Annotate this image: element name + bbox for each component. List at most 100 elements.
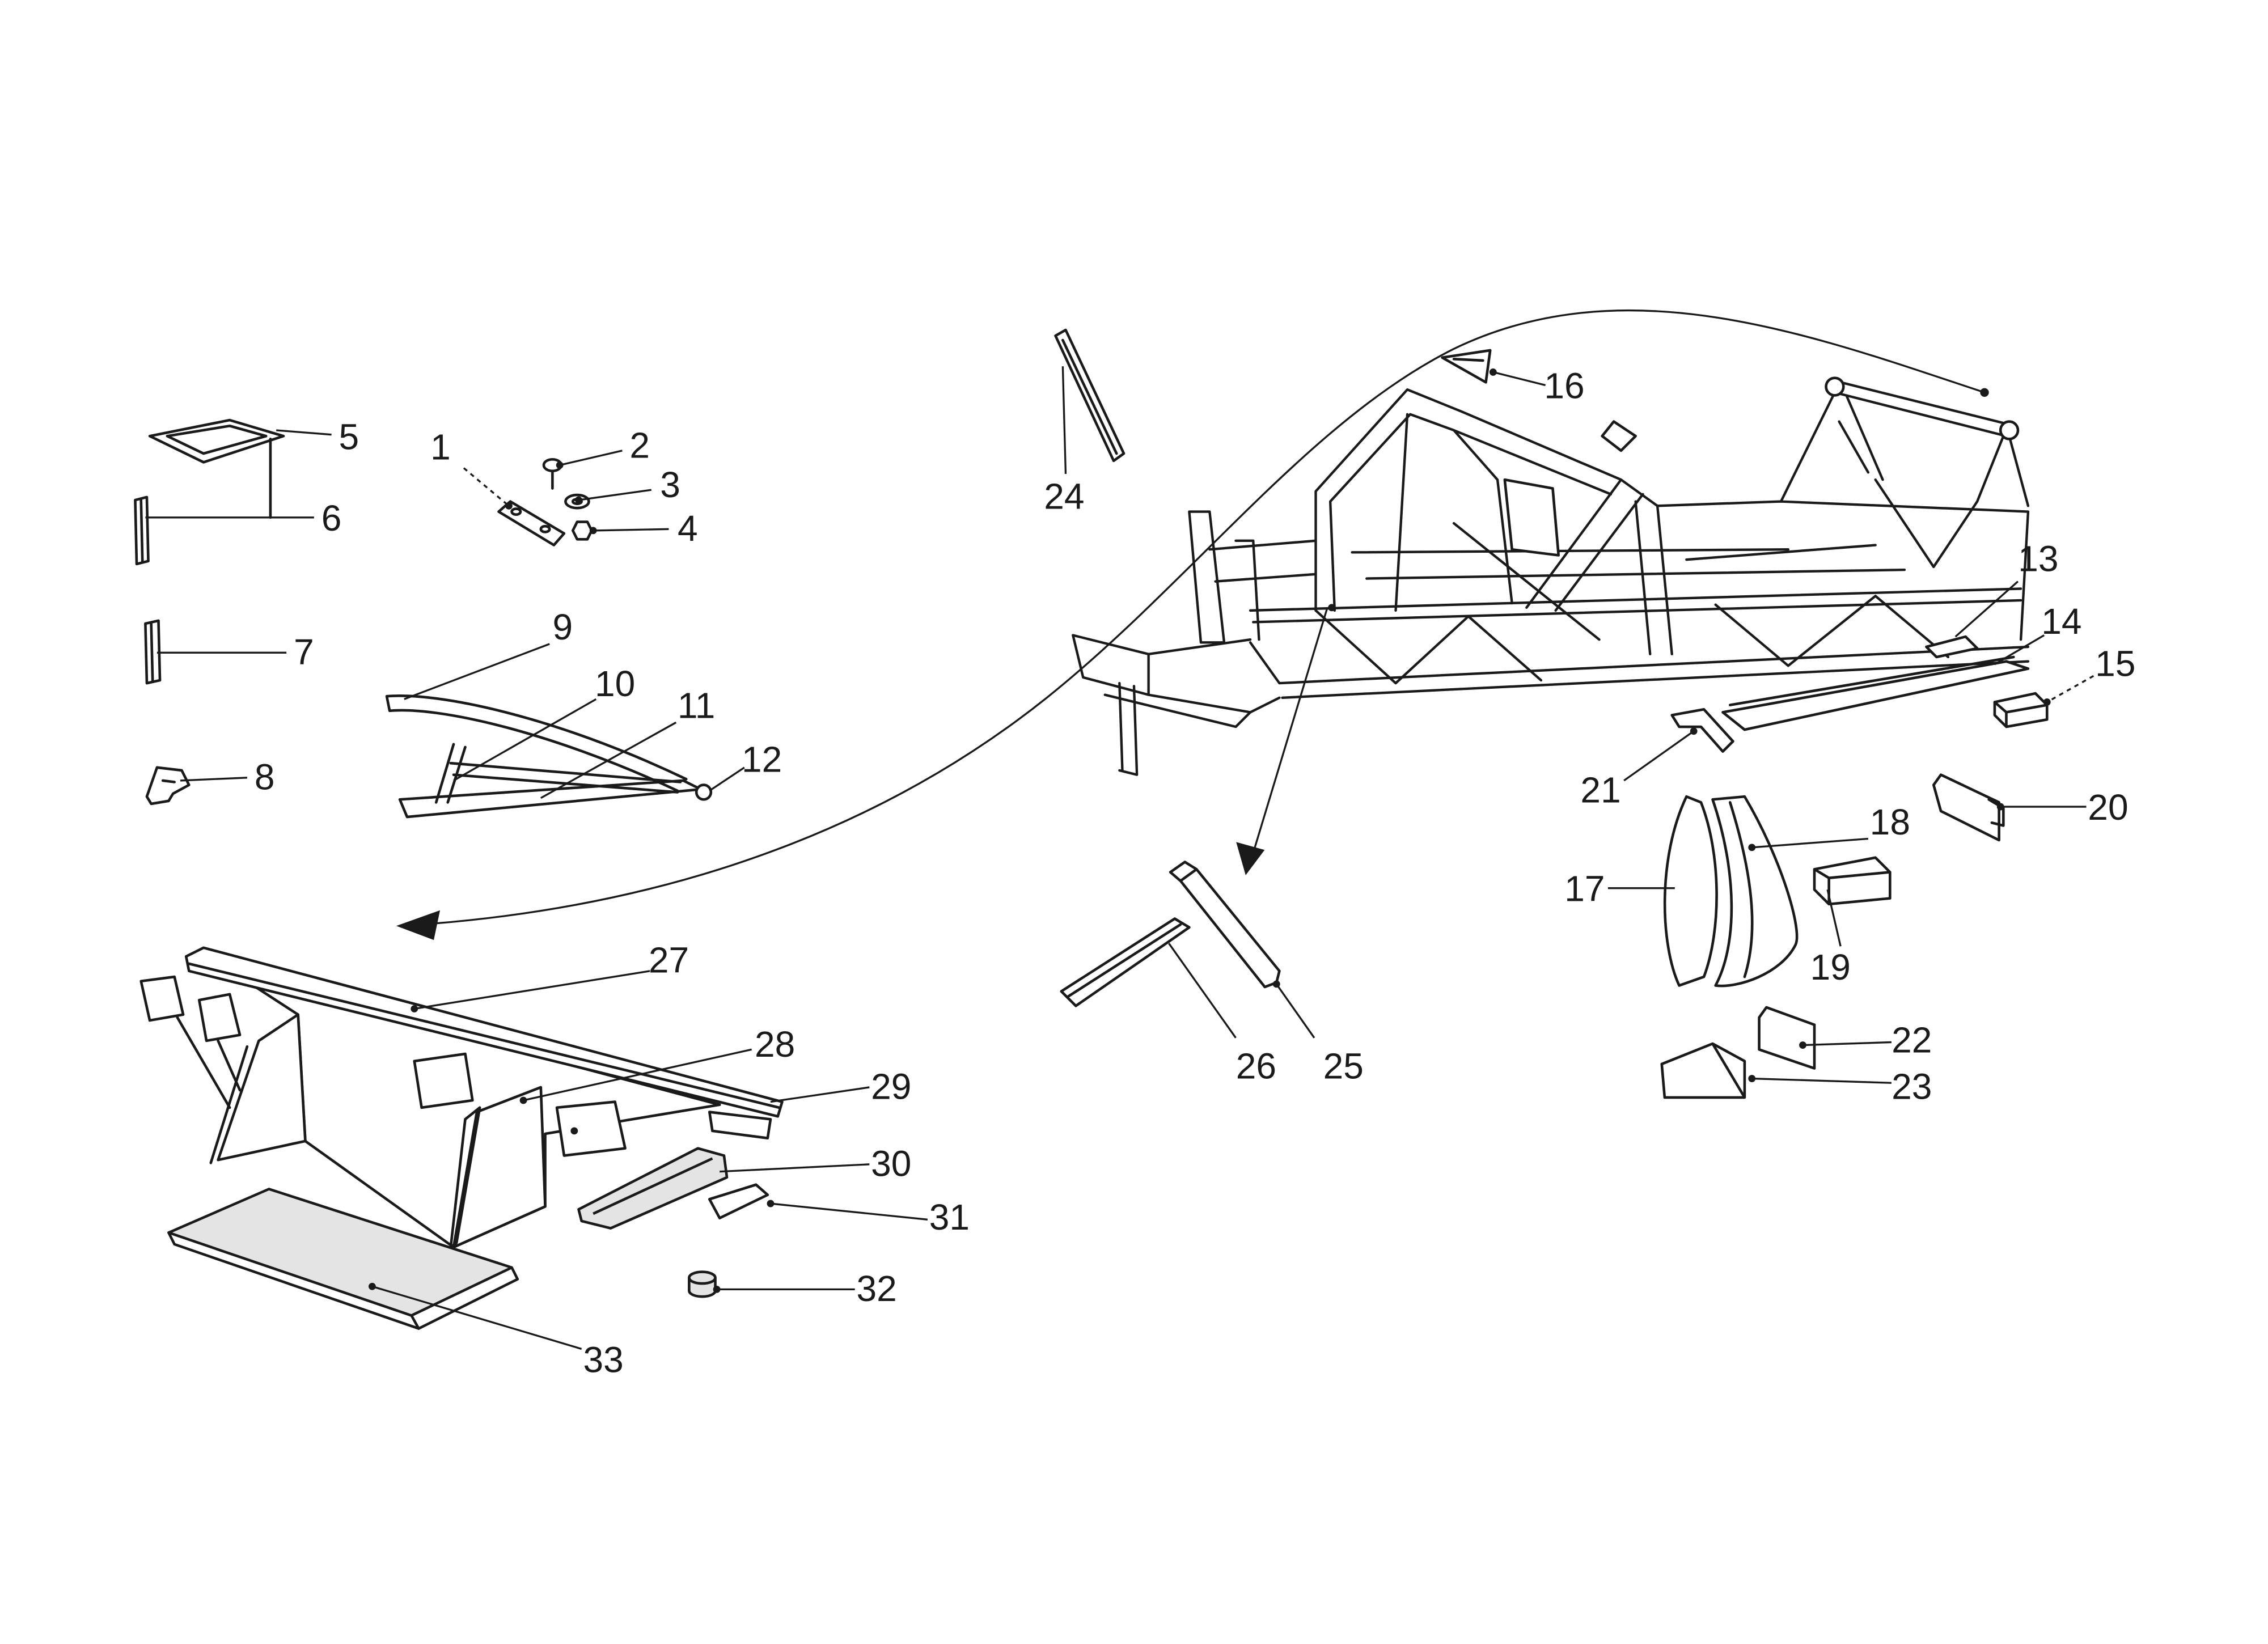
part-13-plate	[1925, 635, 1979, 659]
part-23-wedge	[1660, 1042, 1746, 1099]
part-7-strip	[144, 619, 162, 685]
leader-line-31	[770, 1202, 928, 1221]
part-31-small-plate	[708, 1183, 769, 1220]
main-curved-arrow-start-dot	[1980, 388, 1989, 397]
patch-guide-lines	[176, 1016, 242, 1109]
leader-line-1	[463, 467, 510, 507]
part-24-rail	[1054, 328, 1125, 463]
leader-line-14	[1994, 634, 2045, 666]
callout-23: 23	[1892, 1066, 1932, 1107]
callout-8: 8	[255, 756, 275, 797]
part-8-clip	[145, 766, 191, 806]
leader-line-19	[1826, 889, 1842, 947]
callout-3: 3	[660, 464, 680, 505]
callout-13: 13	[2018, 539, 2058, 579]
callout-5: 5	[339, 416, 359, 457]
left-square-patch-1	[139, 975, 185, 1022]
part-16-gusset	[1441, 349, 1492, 384]
callout-17: 17	[1564, 868, 1605, 909]
leader-line-28	[523, 1048, 752, 1101]
down-arrow-line	[1251, 607, 1328, 858]
leader-line-5	[276, 429, 332, 436]
part-28-right-vertical-panel	[449, 1086, 547, 1249]
chassis-center-panel	[1503, 478, 1560, 557]
callout-21: 21	[1580, 769, 1620, 810]
tray-inner-rim	[166, 424, 268, 455]
leader-line-4	[593, 528, 669, 532]
callout-32: 32	[857, 1268, 897, 1309]
beam-edge	[188, 962, 781, 1109]
part-2-bolt	[542, 458, 563, 490]
tray-outer	[148, 418, 285, 464]
leader-line-9	[404, 643, 550, 700]
part-19-box	[1813, 856, 1892, 906]
callout-18: 18	[1870, 802, 1910, 842]
left-square-patch-2	[197, 993, 242, 1043]
down-arrow-head	[1236, 842, 1265, 875]
bracket-holes	[510, 507, 551, 533]
part-25-box-beam	[1169, 861, 1281, 989]
chassis-upper-cage	[1314, 388, 1673, 656]
callout-28: 28	[755, 1024, 795, 1065]
leader-line-2	[559, 450, 623, 467]
callout-16: 16	[1544, 366, 1584, 406]
bulkhead-assembly	[139, 946, 784, 1330]
rail-edge	[1061, 338, 1118, 455]
leader-line-10	[453, 698, 597, 782]
part-21-bracket	[1670, 707, 1734, 753]
leader-end-dots	[369, 368, 2051, 1293]
rear-tube-end-left	[1825, 376, 1845, 397]
chassis-side-frame	[1249, 522, 2030, 699]
part-30-angled-strip	[577, 1147, 729, 1230]
callout-9: 9	[552, 607, 573, 647]
leader-line-23	[1751, 1077, 1892, 1084]
leader-line-18	[1751, 837, 1868, 849]
part-4-nut	[571, 520, 593, 541]
leader-line-25	[1275, 983, 1315, 1039]
callout-11: 11	[678, 685, 716, 726]
part-20-plate	[1932, 773, 2005, 842]
strip-edge	[139, 498, 144, 564]
strip-edge	[1065, 923, 1182, 999]
callout-15: 15	[2095, 643, 2135, 684]
leader-line-22	[1802, 1041, 1892, 1046]
part-6-strip	[134, 495, 150, 566]
leader-line-13	[1954, 581, 2019, 638]
callout-12: 12	[742, 739, 782, 780]
front-subframe	[385, 694, 713, 819]
back-wall-square-patch	[413, 1052, 474, 1109]
leader-line-3	[578, 489, 651, 501]
callout-labels: 1 2 3 4 5 6 7 8 9 10 11 12 13 14 15 16 1…	[255, 366, 2136, 1380]
leader-line-12	[709, 766, 745, 792]
floor-panel-rolled-edge	[167, 1231, 519, 1330]
part-11-lower-rail	[398, 779, 703, 819]
leader-lines	[145, 366, 2094, 1350]
part-12-end-fitting	[695, 783, 713, 801]
rear-tube-end-right	[1999, 420, 2020, 440]
part-29-beam-end-bracket	[708, 1111, 772, 1140]
small-hardware-group	[134, 418, 593, 806]
callout-4: 4	[678, 508, 698, 549]
callout-1: 1	[430, 426, 451, 467]
callout-27: 27	[649, 939, 689, 980]
part-14-sill	[1721, 655, 2030, 731]
callout-29: 29	[871, 1066, 911, 1107]
callout-25: 25	[1323, 1046, 1364, 1087]
leader-line-21	[1623, 730, 1695, 782]
sill-edge	[1728, 655, 2015, 706]
chassis-detail-parts	[1054, 328, 2049, 1099]
right-square-patch	[555, 1100, 627, 1157]
callout-30: 30	[871, 1143, 911, 1184]
callout-2: 2	[629, 425, 650, 466]
part-15-block	[1993, 692, 2049, 728]
leader-line-16	[1492, 371, 1546, 387]
part-26-strip	[1060, 917, 1191, 1007]
part-5-tray	[148, 418, 285, 519]
part-9-curved-tube	[385, 694, 688, 793]
leader-line-11	[540, 721, 677, 799]
beam-body	[184, 946, 784, 1118]
callout-31: 31	[929, 1197, 970, 1238]
assembly-arrows	[396, 310, 1989, 940]
chassis-rear-cage	[1656, 379, 2030, 641]
